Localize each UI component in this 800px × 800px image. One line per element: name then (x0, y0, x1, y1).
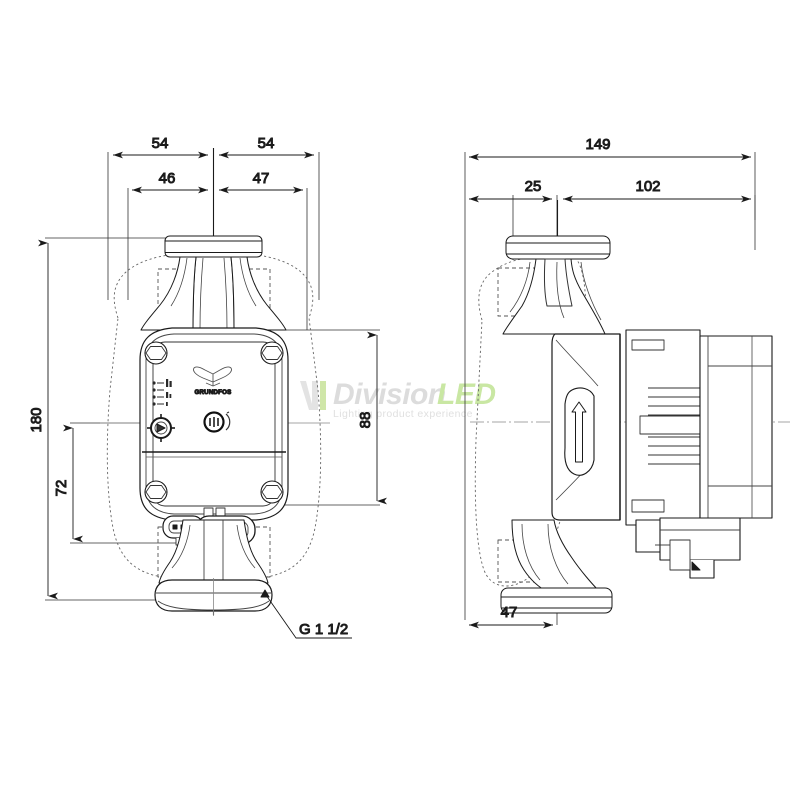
mode-button-icon[interactable] (147, 414, 175, 442)
dim-72: 72 (53, 480, 70, 497)
side-terminal-box (699, 335, 773, 519)
grundfos-wordmark: GRUNDFOS (194, 389, 231, 396)
side-insulation-outline (474, 256, 587, 587)
dim-47-base: 47 (501, 604, 518, 621)
front-panel-split (142, 451, 286, 458)
front-top-flange (164, 235, 263, 258)
front-view: GRUNDFOS (45, 148, 380, 639)
dim-54-left: 54 (152, 135, 169, 152)
side-top-flange (505, 235, 611, 260)
dim-149: 149 (585, 136, 610, 153)
side-motor-stator (625, 329, 711, 526)
thread-callout-label: G 1 1/2 (299, 621, 348, 638)
front-dimensions: 54 54 46 47 180 72 88 (28, 135, 387, 600)
dim-46: 46 (159, 170, 176, 187)
center-display-icon (203, 411, 231, 433)
front-corner-screws (144, 341, 284, 504)
watermark-tagline: Lighting product experience (333, 408, 473, 420)
side-upper-neck (502, 258, 606, 335)
dim-47: 47 (253, 170, 270, 187)
thread-callout-leader (260, 589, 352, 639)
flow-direction-arrow-icon (564, 387, 595, 476)
front-insulation-outline (106, 251, 322, 581)
side-connector-assembly (635, 517, 741, 579)
front-lower-neck (158, 519, 269, 584)
dim-102: 102 (635, 178, 660, 195)
front-bottom-flange (154, 578, 273, 616)
watermark-text-led: LED (437, 378, 496, 411)
led-indicator-bars (152, 379, 172, 406)
dim-88: 88 (357, 412, 374, 429)
grundfos-logo: GRUNDFOS (193, 366, 232, 397)
watermark-mark-icon (300, 381, 326, 410)
dim-25: 25 (525, 178, 542, 195)
side-bottom-flange (500, 587, 613, 614)
side-dimensions: 149 25 102 47 (469, 136, 751, 629)
dim-180: 180 (28, 407, 45, 432)
dim-54-right: 54 (258, 135, 275, 152)
side-view (464, 152, 790, 625)
watermark-text-division: Division (333, 378, 446, 411)
